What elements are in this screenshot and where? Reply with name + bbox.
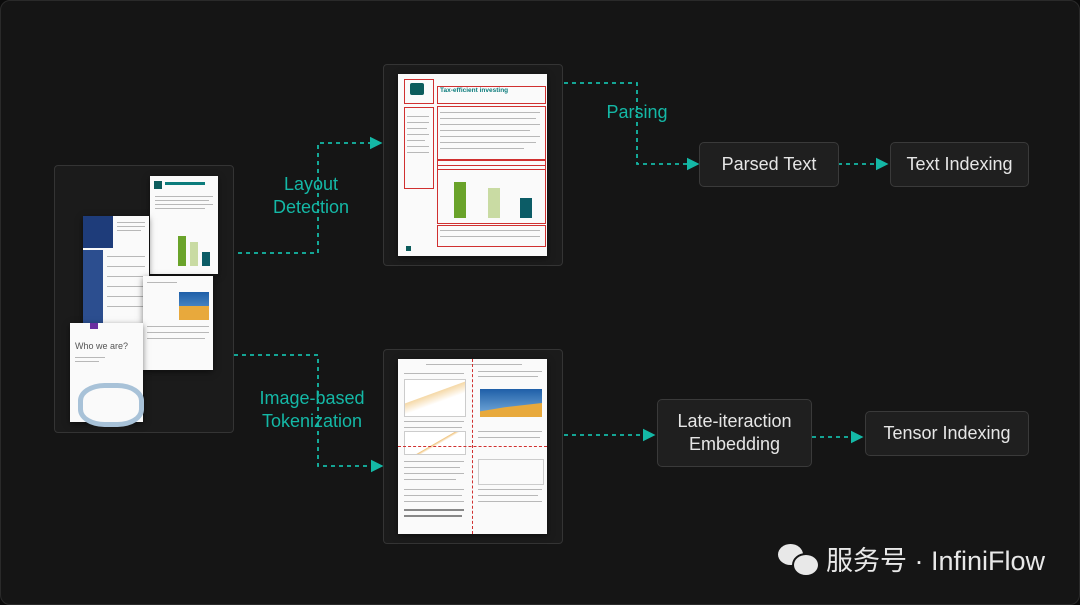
label-image-tokenization: Image-based Tokenization <box>246 387 378 433</box>
tokenization-panel <box>383 349 563 544</box>
text-indexing-node: Text Indexing <box>890 142 1029 187</box>
wechat-icon <box>778 542 818 576</box>
layout-detection-panel: Tax-efficient investing <box>383 64 563 266</box>
late-interaction-embedding-node: Late-iteraction Embedding <box>657 399 812 467</box>
tile-divider-horizontal <box>398 446 547 447</box>
who-we-are-title: Who we are? <box>75 341 128 351</box>
document-thumbnail-table <box>83 216 149 334</box>
document-thumbnail-area-chart <box>143 276 213 370</box>
tensor-indexing-node: Tensor Indexing <box>865 411 1029 456</box>
tokenized-page <box>398 359 547 534</box>
region-box-sidebar <box>404 107 434 189</box>
tensor-indexing-label: Tensor Indexing <box>883 422 1010 445</box>
text-indexing-label: Text Indexing <box>906 153 1012 176</box>
watermark: 服务号 · InfiniFlow <box>778 539 1045 578</box>
input-documents-panel: Who we are? <box>54 165 234 433</box>
parsed-text-node: Parsed Text <box>699 142 839 187</box>
document-thumbnail-chart <box>150 176 218 274</box>
layout-detected-page: Tax-efficient investing <box>398 74 547 256</box>
label-layout-detection: Layout Detection <box>263 173 359 219</box>
late-interaction-label: Late-iteraction Embedding <box>677 410 791 456</box>
watermark-text: 服务号 · InfiniFlow <box>826 539 1045 578</box>
document-thumbnail-who-we-are: Who we are? <box>70 323 143 422</box>
parsed-text-label: Parsed Text <box>722 153 817 176</box>
label-parsing: Parsing <box>597 101 677 124</box>
region-box-text <box>437 106 546 160</box>
document-heading: Tax-efficient investing <box>440 87 508 94</box>
